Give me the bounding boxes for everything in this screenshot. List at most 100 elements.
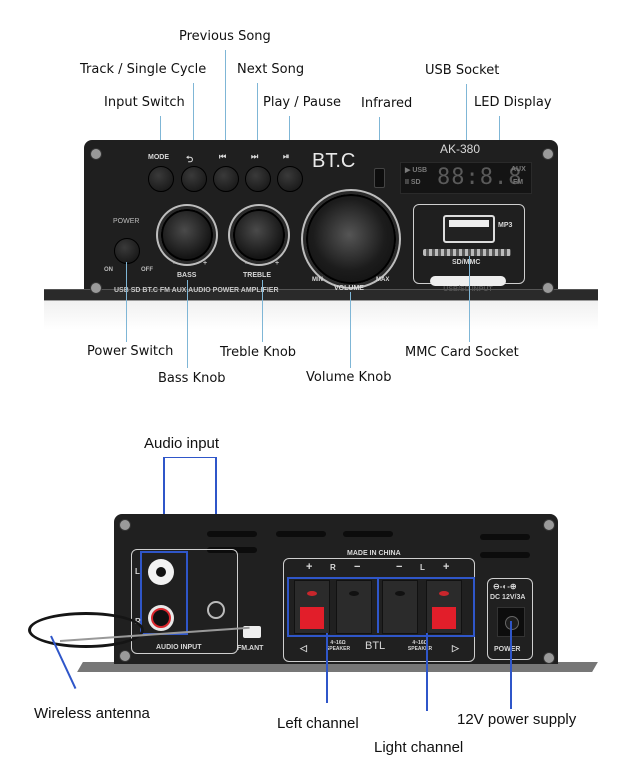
callout-audio-input: Audio input <box>144 435 220 452</box>
off-label: OFF <box>141 267 153 273</box>
antenna-wire <box>28 612 144 648</box>
callout-next-song: Next Song <box>237 62 305 77</box>
r-minus-label: − <box>354 561 361 573</box>
screw-icon <box>542 148 554 160</box>
mp3-label: MP3 <box>498 222 513 229</box>
previous-button[interactable] <box>213 166 239 192</box>
max-label: MAX <box>376 277 390 283</box>
on-label: ON <box>104 267 113 273</box>
btl-label: BTL <box>365 640 386 652</box>
callout-track-single-cycle: Track / Single Cycle <box>80 62 207 77</box>
r-channel-label: R <box>330 563 336 572</box>
bass-plus: + <box>203 260 208 267</box>
vent <box>480 534 530 540</box>
callout-input-switch: Input Switch <box>104 95 185 110</box>
panel-footer-text: USB SD BT.C FM AUX AUDIO POWER AMPLIFIER <box>114 287 279 294</box>
bass-knob[interactable] <box>161 209 213 261</box>
sd-mmc-label: SD/MMC <box>452 259 481 266</box>
mode-label: MODE <box>148 154 169 161</box>
screw-icon <box>90 282 102 294</box>
callout-bass-knob: Bass Knob <box>158 371 226 386</box>
treble-label: TREBLE <box>243 272 271 279</box>
speaker-l-spec: 4~16Ω SPEAKER <box>407 640 433 652</box>
l-channel-label: L <box>420 563 425 572</box>
callout-line <box>350 292 351 368</box>
r-plus-label: + <box>306 561 313 573</box>
volume-knob[interactable] <box>306 194 396 284</box>
made-in-china-label: MADE IN CHINA <box>347 550 401 557</box>
power-jack-label: POWER <box>494 646 521 653</box>
terminal-lever <box>300 607 324 629</box>
repeat-icon: ⮌ <box>186 154 194 164</box>
audio-input-label: AUDIO INPUT <box>156 644 202 651</box>
power-switch[interactable] <box>114 238 140 264</box>
usb-sd-input-label: USB/SD INPUT <box>443 286 493 293</box>
callout-led-display: LED Display <box>474 95 552 110</box>
bass-minus: - <box>173 260 176 267</box>
mode-button[interactable] <box>148 166 174 192</box>
terminal-hole <box>307 591 317 596</box>
callout-line <box>262 280 263 342</box>
next-button[interactable] <box>245 166 271 192</box>
vent <box>343 531 393 537</box>
usb-socket[interactable] <box>443 215 495 243</box>
callout-volume-knob: Volume Knob <box>306 370 392 385</box>
rca-right-jack[interactable] <box>148 605 174 631</box>
callout-line <box>510 621 512 709</box>
dc-spec-label: DC 12V/3A <box>490 594 526 601</box>
volume-label: VOLUME <box>334 285 364 292</box>
jack-ring <box>151 608 171 628</box>
jack-hole <box>156 567 166 577</box>
terminal-l-minus[interactable] <box>382 580 418 634</box>
power-label: POWER <box>113 218 140 225</box>
screw-icon <box>542 282 554 294</box>
speaker-r-spec: 4~16Ω SPEAKER <box>325 640 351 652</box>
callout-wireless-antenna: Wireless antenna <box>34 705 150 722</box>
callout-power-switch: Power Switch <box>87 344 174 359</box>
led-usb-indicator: ▶ USB <box>405 167 428 174</box>
infrared-sensor <box>374 168 385 188</box>
led-display: ▶ USB II SD 88:8.8 AUX FM <box>400 162 532 194</box>
min-label: MIN <box>312 277 323 283</box>
vent <box>480 552 530 558</box>
callout-infrared: Infrared <box>361 96 413 111</box>
callout-play-pause: Play / Pause <box>263 95 341 110</box>
screw-icon <box>119 519 131 531</box>
bass-label: BASS <box>177 272 197 279</box>
usb-contact <box>449 220 489 227</box>
callout-line <box>289 116 290 150</box>
terminal-hole <box>395 591 405 596</box>
terminal-r-minus[interactable] <box>336 580 372 634</box>
play-pause-icon: ⏯ <box>283 152 290 161</box>
reflection <box>44 300 598 330</box>
model-label: AK-380 <box>440 142 481 156</box>
terminal-r-plus[interactable] <box>294 580 330 634</box>
repeat-button[interactable] <box>181 166 207 192</box>
sd-mmc-card-slot[interactable] <box>423 249 511 256</box>
treble-knob[interactable] <box>233 209 285 261</box>
speaker-icon: ◁ <box>300 643 307 653</box>
callout-usb-socket: USB Socket <box>425 63 500 78</box>
speaker-icon: ▷ <box>452 643 459 653</box>
next-icon: ⏭ <box>251 152 259 161</box>
fm-ant-label: FM.ANT <box>237 645 264 652</box>
rca-left-jack[interactable] <box>148 559 174 585</box>
vent <box>207 531 257 537</box>
terminal-l-plus[interactable] <box>426 580 462 634</box>
fm-antenna-connector[interactable] <box>243 626 261 638</box>
callout-line <box>187 280 188 368</box>
terminal-hole <box>349 591 359 596</box>
terminal-hole <box>439 591 449 596</box>
callout-line <box>257 83 258 150</box>
callout-12v-power-supply: 12V power supply <box>457 711 577 728</box>
front-flange <box>44 289 598 301</box>
aux-3-5mm-jack[interactable] <box>207 601 225 619</box>
led-aux-indicator: AUX <box>511 166 526 173</box>
callout-mmc-card-socket: MMC Card Socket <box>405 345 519 360</box>
usb-sd-input-badge: USB/SD INPUT <box>430 276 506 293</box>
vent <box>276 531 326 537</box>
l-label: L <box>135 567 140 576</box>
callout-line <box>326 633 328 703</box>
play-pause-button[interactable] <box>277 166 303 192</box>
brand-label: BT.C <box>312 150 356 172</box>
